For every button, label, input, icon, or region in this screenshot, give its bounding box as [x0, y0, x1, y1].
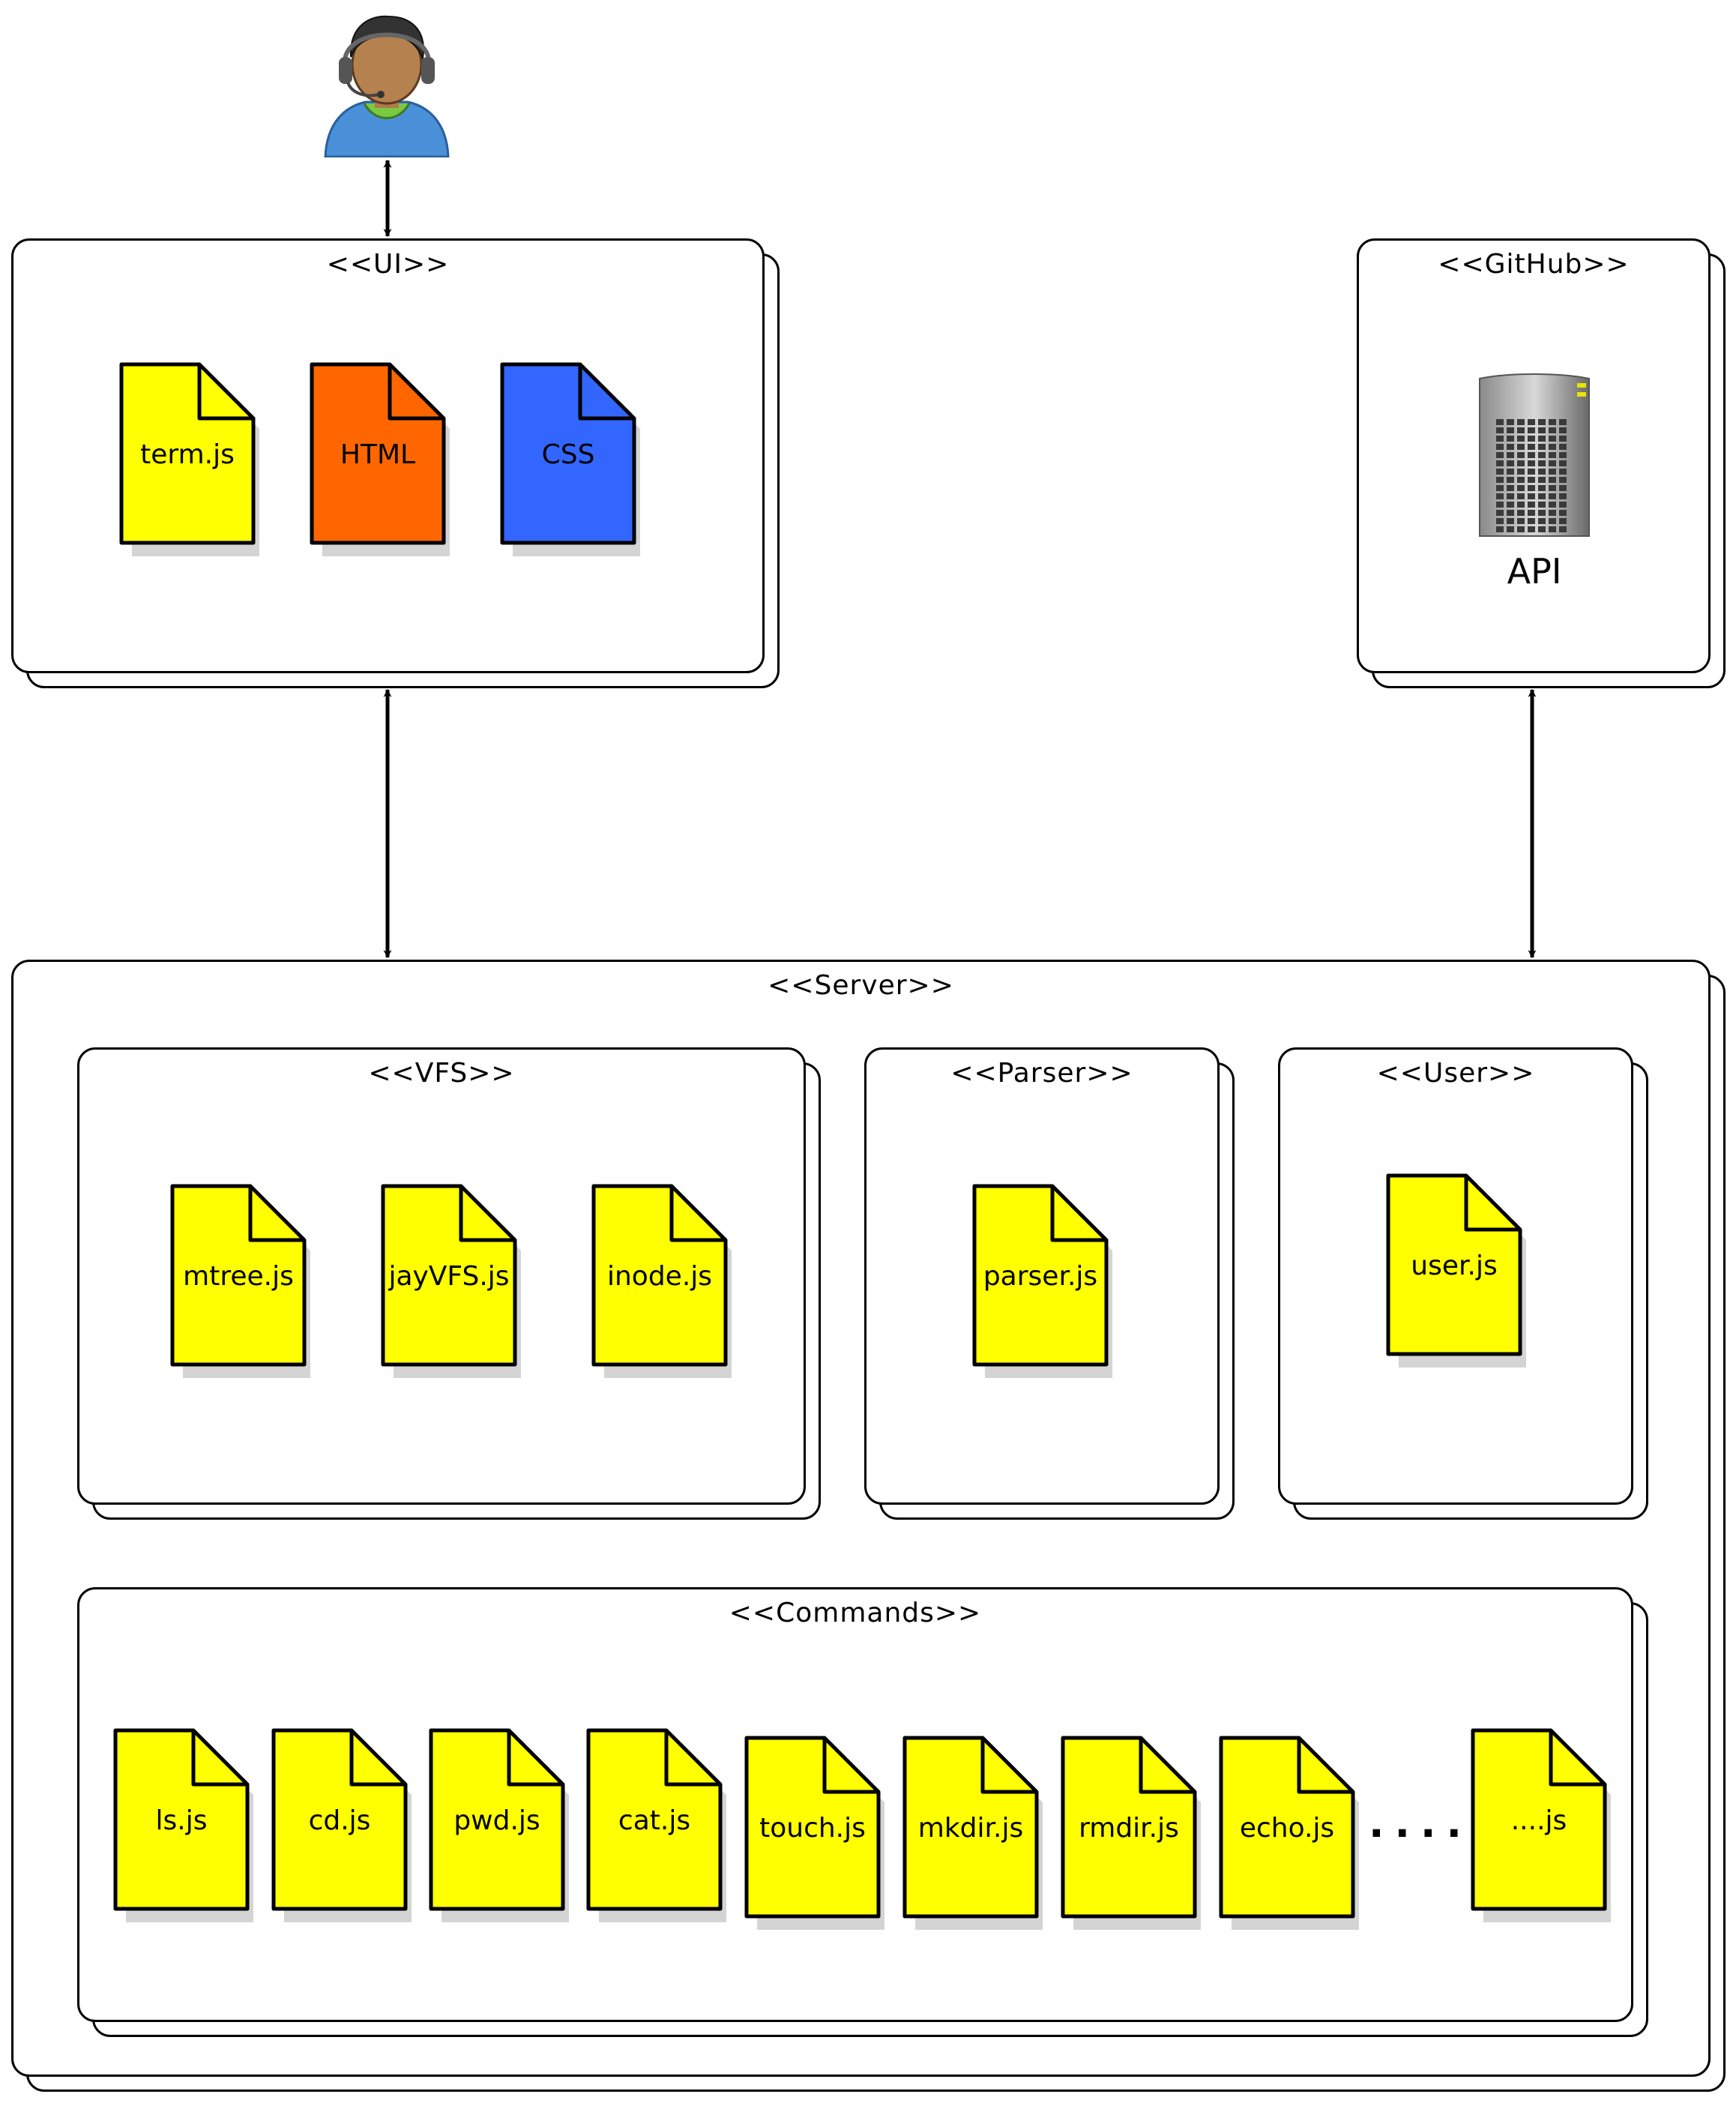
file-icon [429, 1728, 569, 1922]
file-cat-js: cat.js [586, 1728, 726, 1922]
file-name-label: rmdir.js [1079, 1813, 1179, 1844]
file-name-label: HTML [340, 439, 416, 470]
file-icon [1061, 1736, 1201, 1930]
user-with-headset-icon [324, 15, 450, 157]
file-icon [591, 1184, 732, 1378]
file-rmdir-js: rmdir.js [1061, 1736, 1201, 1930]
api-label: API [1507, 551, 1562, 592]
commands-package-title: <<Commands>> [729, 1598, 982, 1628]
file-name-label: jayVFS.js [388, 1261, 510, 1292]
file-name-label: CSS [541, 439, 595, 470]
file-icon [310, 362, 450, 556]
file-ls-js: ls.js [113, 1728, 253, 1922]
file-name-label: mkdir.js [917, 1813, 1024, 1844]
file-inode-js: inode.js [591, 1184, 732, 1378]
file-mtree-js: mtree.js [170, 1184, 310, 1378]
file-mkdir-js: mkdir.js [902, 1736, 1043, 1930]
file-name-label: term.js [140, 439, 235, 470]
parser-package: <<Parser>> [864, 1047, 1235, 1520]
server-tower-icon [1479, 373, 1590, 537]
file-name-label: mtree.js [183, 1261, 294, 1292]
file-icon [1219, 1736, 1359, 1930]
file-icon [972, 1184, 1112, 1378]
file-name-label: ls.js [155, 1805, 208, 1836]
file-css: CSS [500, 362, 640, 556]
file-name-label: inode.js [606, 1261, 713, 1292]
file-parser-js: parser.js [972, 1184, 1112, 1378]
file-icon [271, 1728, 412, 1922]
vfs-package-title: <<VFS>> [368, 1058, 515, 1089]
file-pwd-js: pwd.js [429, 1728, 569, 1922]
file-html: HTML [310, 362, 450, 556]
github-package-title: <<GitHub>> [1438, 249, 1630, 280]
file-icon [1386, 1173, 1526, 1368]
file-touch-js: touch.js [744, 1736, 884, 1930]
file-icon [170, 1184, 310, 1378]
file-icon [586, 1728, 726, 1922]
file-js: ....js [1471, 1728, 1611, 1922]
file-name-label: user.js [1411, 1251, 1498, 1281]
file-name-label: pwd.js [453, 1805, 540, 1836]
file-icon [113, 1728, 253, 1922]
ui-package-title: <<UI>> [326, 249, 450, 280]
file-name-label: ....js [1510, 1805, 1567, 1836]
file-jayvfs-js: jayVFS.js [381, 1184, 521, 1378]
file-name-label: cd.js [308, 1805, 371, 1836]
file-icon [902, 1736, 1043, 1930]
file-icon [1471, 1728, 1611, 1922]
file-name-label: parser.js [983, 1261, 1098, 1292]
file-icon [119, 362, 259, 556]
file-icon [744, 1736, 884, 1930]
file-user-js: user.js [1386, 1173, 1526, 1368]
user-package-title: <<User>> [1376, 1058, 1535, 1089]
file-icon [500, 362, 640, 556]
file-echo-js: echo.js [1219, 1736, 1359, 1930]
parser-package-title: <<Parser>> [950, 1058, 1133, 1089]
commands-ellipsis: .... [1369, 1799, 1473, 1847]
file-cd-js: cd.js [271, 1728, 412, 1922]
file-name-label: echo.js [1239, 1813, 1335, 1844]
file-term-js: term.js [119, 362, 259, 556]
file-icon [381, 1184, 521, 1378]
file-name-label: touch.js [759, 1813, 866, 1844]
server-package-title: <<Server>> [768, 970, 954, 1001]
file-name-label: cat.js [618, 1805, 691, 1836]
